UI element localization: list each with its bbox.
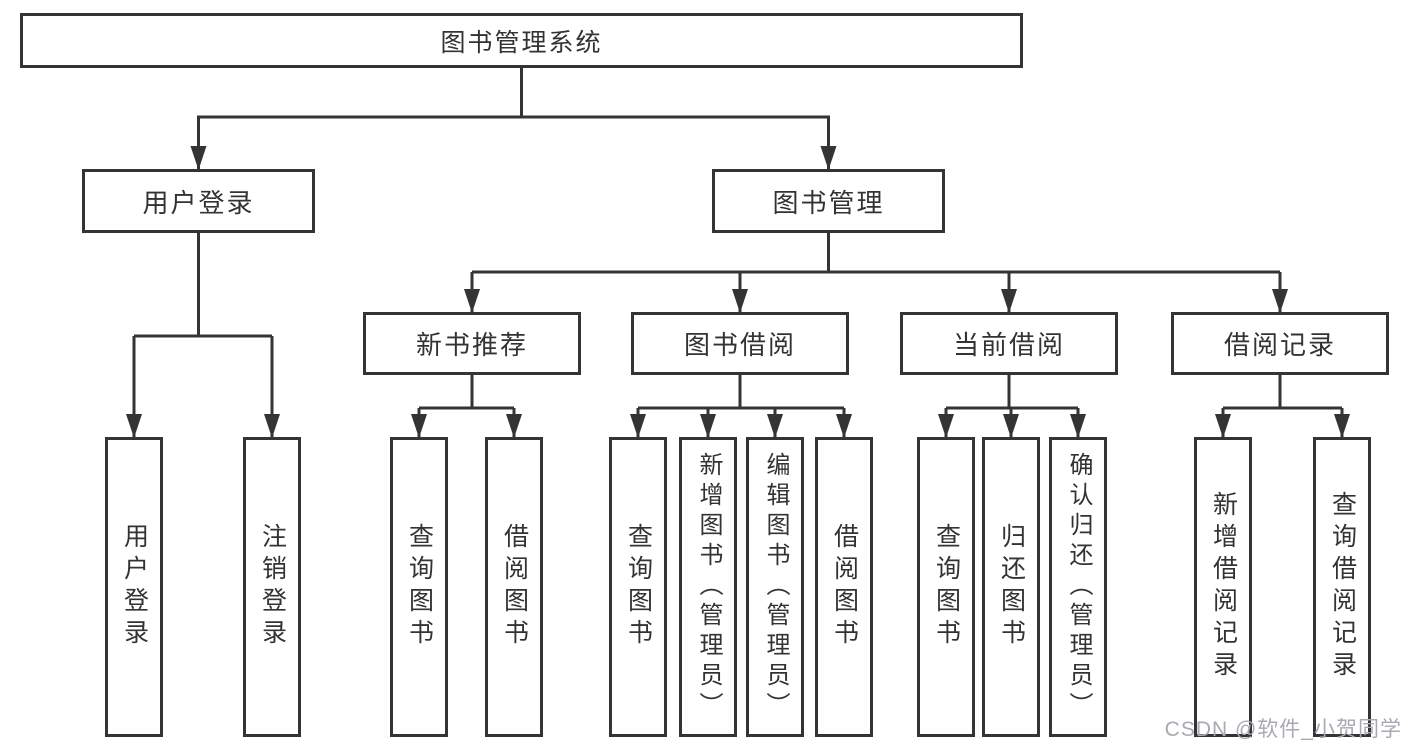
node-user-login: 用户登录 [82,169,315,233]
node-leaf-logout: 注销登录 [243,437,301,737]
connector-book-borrowing-to-leaves [630,375,852,438]
node-borrow-records: 借阅记录 [1171,312,1389,375]
connector-current-borrowing-to-leaves [938,375,1086,438]
node-bb-edit-books: 编辑图书（管理员） [746,437,804,737]
node-br-query-record: 查询借阅记录 [1313,437,1371,737]
node-current-borrowing: 当前借阅 [900,312,1118,375]
csdn-watermark: CSDN @软件_小贺同学 [1164,718,1402,741]
node-bb-query-books: 查询图书 [609,437,667,737]
node-nbr-query-books: 查询图书 [390,437,448,737]
node-bb-add-books: 新增图书（管理员） [679,437,737,737]
node-nbr-borrow-books: 借阅图书 [485,437,543,737]
node-br-add-record: 新增借阅记录 [1194,437,1252,737]
connector-book-management-to-level3 [464,233,1288,313]
connector-user-login-to-leaves [126,233,280,438]
node-new-book-recommend: 新书推荐 [363,312,581,375]
node-bb-borrow-books: 借阅图书 [815,437,873,737]
node-leaf-user-login: 用户登录 [105,437,163,737]
connector-root-to-level2 [190,68,837,170]
node-cb-query-books: 查询图书 [917,437,975,737]
node-cb-return-books: 归还图书 [982,437,1040,737]
node-book-management: 图书管理 [712,169,945,233]
connector-new-book-recommend-to-leaves [411,375,522,438]
node-book-borrowing: 图书借阅 [631,312,849,375]
connector-borrow-records-to-leaves [1215,375,1350,438]
node-root: 图书管理系统 [20,13,1023,68]
node-cb-confirm-return: 确认归还（管理员） [1049,437,1107,737]
